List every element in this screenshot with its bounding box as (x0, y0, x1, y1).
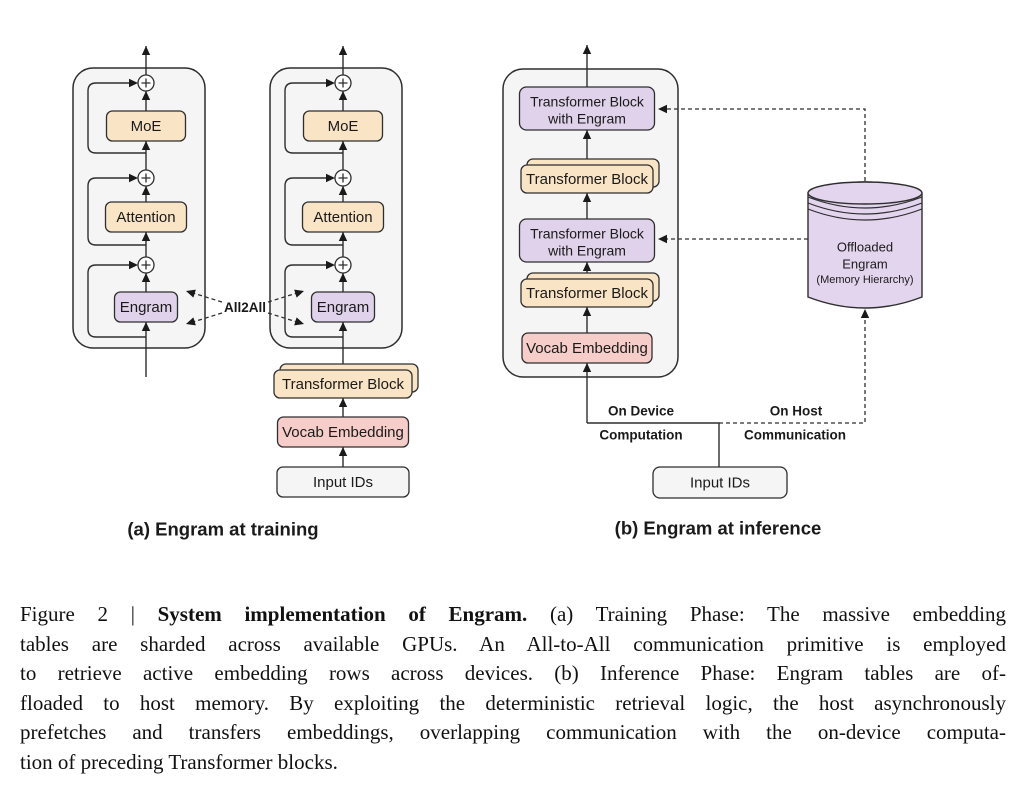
vocab-embedding-label: Vocab Embedding (282, 424, 404, 441)
attention-label: Attention (116, 209, 175, 226)
caption-line: Figure 2 | System implementation of Engr… (20, 600, 1006, 630)
vocab-embedding-label: Vocab Embedding (526, 340, 648, 357)
transformer-block-label: Transformer Block (282, 376, 404, 393)
on-host-label-line2: Communication (744, 428, 846, 443)
engram-label: Engram (120, 299, 173, 316)
input-ids-box (652, 466, 788, 499)
moe-label: MoE (131, 118, 162, 135)
caption-line: to retrieve active embedding rows across… (20, 661, 1006, 685)
on-device-label-line1: On Device (608, 404, 675, 419)
caption-line: tables are sharded across available GPUs… (20, 631, 1006, 656)
arrowheads (129, 45, 870, 456)
engram-label: Engram (317, 299, 370, 316)
tb-engram-label-line2: with Engram (547, 111, 626, 127)
caption-line1-rest: (a) Training Phase: The massive embeddin… (527, 602, 1006, 626)
figure-caption: Figure 2 | System implementation of Engr… (20, 600, 1006, 777)
offloaded-engram-label-line2: Engram (842, 257, 888, 272)
input-ids-box (276, 466, 410, 498)
attention-label: Attention (313, 209, 372, 226)
tb-engram-label-line2: with Engram (547, 243, 626, 259)
offloaded-engram-label-line3: (Memory Hierarchy) (816, 274, 913, 286)
caption-figure-number: Figure 2 | (20, 602, 158, 626)
caption-line: floaded to host memory. By exploiting th… (20, 690, 1006, 715)
all2all-label: All2All (224, 300, 266, 315)
input-ids-label: Input IDs (313, 474, 373, 491)
on-device-label-line2: Computation (599, 428, 682, 443)
tb-engram-label-line1: Transformer Block (530, 94, 645, 110)
caption-line: tion of preceding Transformer blocks. (20, 749, 338, 774)
transformer-block-label: Transformer Block (526, 285, 648, 302)
caption-line: prefetches and transfers embeddings, ove… (20, 720, 1006, 744)
caption-title: System implementation of Engram. (157, 602, 528, 626)
panel-a-caption: (a) Engram at training (127, 519, 318, 540)
transformer-block-label: Transformer Block (526, 171, 648, 188)
inference-blocks (518, 86, 788, 499)
panel-b-caption: (b) Engram at inference (615, 518, 822, 539)
on-host-label-line1: On Host (770, 404, 823, 419)
figure-diagram: MoE Attention Engram All2All MoE Attenti… (72, 45, 923, 540)
training-right-blocks (273, 74, 419, 498)
offloaded-engram-label-line1: Offloaded (837, 240, 893, 255)
input-ids-label: Input IDs (690, 475, 750, 492)
training-left-blocks (104, 74, 188, 323)
offloaded-engram-cylinder (807, 181, 923, 309)
tb-engram-label-line1: Transformer Block (530, 226, 645, 242)
moe-label: MoE (328, 118, 359, 135)
